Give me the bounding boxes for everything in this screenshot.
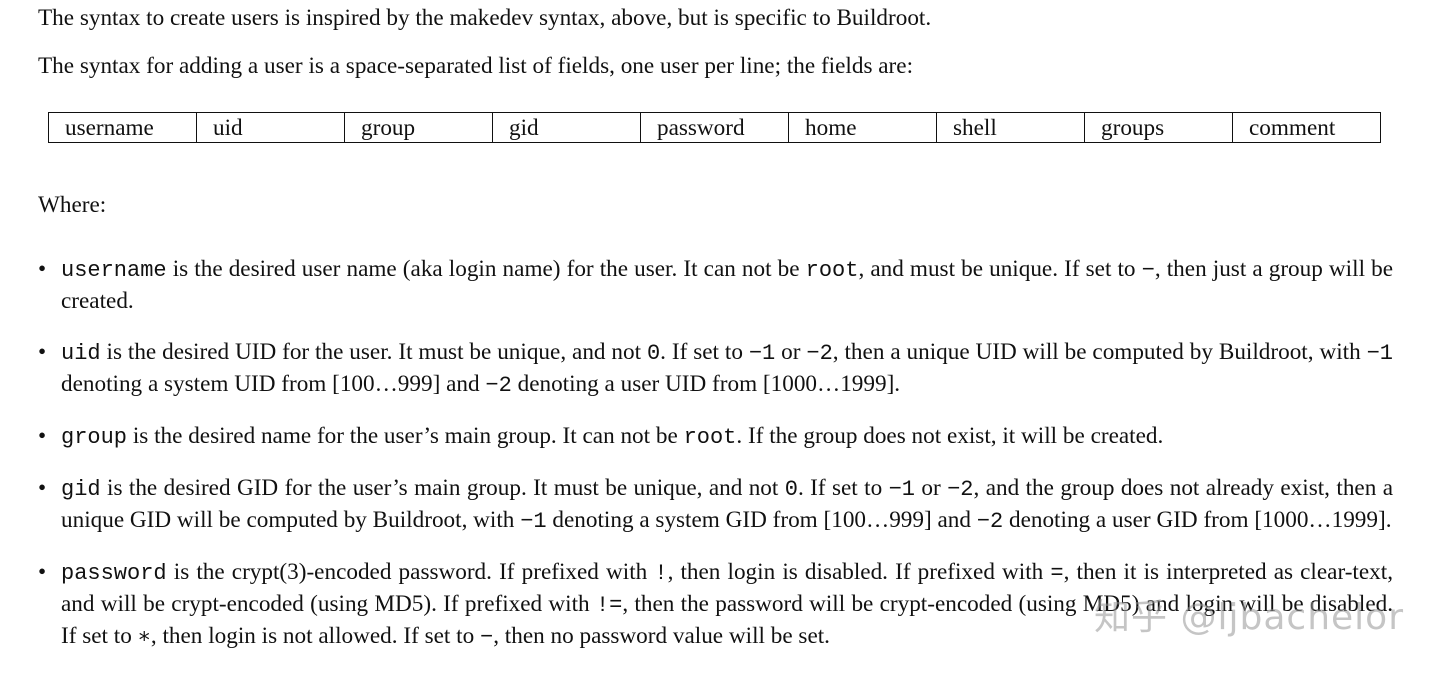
body-text: , then login is disabled. If prefixed wi… [667, 559, 1051, 585]
code-literal: ! [654, 561, 668, 586]
body-text: , then login is not allowed. If set to [150, 623, 480, 649]
code-literal: −2 [947, 477, 974, 502]
code-literal: 0 [646, 341, 661, 366]
body-text: . If the group does not exist, it will b… [736, 423, 1164, 449]
intro-paragraph-1: The syntax to create users is inspired b… [38, 5, 932, 31]
code-literal: −2 [976, 509, 1004, 534]
body-text: , then a unique UID will be computed by … [832, 339, 1367, 365]
body-text: or [914, 475, 948, 501]
body-text: denoting a system UID from [100…999] and [61, 371, 486, 397]
user-fields-table: username uid group gid password home she… [48, 112, 1381, 143]
watermark: 知乎 @ljbachelor [1094, 597, 1404, 638]
table-row: username uid group gid password home she… [48, 112, 1381, 143]
body-text: , and must be unique. If set to [858, 256, 1142, 282]
field-definitions-list: username is the desired user name (aka l… [38, 254, 1393, 673]
code-literal: password [61, 561, 167, 586]
definition-text: uid is the desired UID for the user. It … [61, 339, 1393, 398]
code-literal: gid [61, 477, 101, 502]
definition-text: gid is the desired GID for the user’s ma… [61, 475, 1393, 534]
body-text: denoting a user UID from [1000…1999]. [511, 371, 901, 397]
code-literal: − [1141, 258, 1155, 283]
code-literal: username [61, 258, 167, 283]
table-cell: uid [196, 112, 345, 143]
table-cell: group [344, 112, 493, 143]
code-literal: −1 [520, 509, 547, 534]
body-text: is the desired UID for the user. It must… [100, 339, 647, 365]
code-literal: −1 [1366, 341, 1393, 366]
body-text: , then no password value will be set. [493, 623, 830, 649]
code-literal: = [1050, 561, 1064, 586]
code-literal: uid [61, 341, 101, 366]
table-cell: username [48, 112, 197, 143]
list-item: group is the desired name for the user’s… [38, 421, 1393, 453]
definition-text: group is the desired name for the user’s… [61, 423, 1164, 450]
where-label: Where: [38, 192, 107, 218]
table-cell: groups [1084, 112, 1233, 143]
body-text: is the crypt(3)-encoded password. If pre… [166, 559, 655, 585]
list-item: uid is the desired UID for the user. It … [38, 337, 1393, 401]
code-literal: root [805, 258, 859, 283]
list-item: username is the desired user name (aka l… [38, 254, 1393, 317]
table-cell: gid [492, 112, 641, 143]
body-text: is the desired user name (aka login name… [166, 256, 806, 282]
body-text: . If set to [660, 339, 749, 365]
code-literal: ∗ [137, 625, 151, 650]
table-cell: shell [936, 112, 1085, 143]
code-literal: −1 [748, 341, 776, 366]
body-text: , then just a group will be created. [61, 256, 1393, 314]
body-text: , then the password will be crypt-encode… [61, 591, 1393, 649]
table-cell: password [640, 112, 789, 143]
table-cell: comment [1232, 112, 1381, 143]
list-item: gid is the desired GID for the user’s ma… [38, 473, 1393, 537]
code-literal: != [595, 593, 623, 618]
body-text: denoting a user GID from [1000…1999]. [1003, 507, 1392, 533]
code-literal: group [61, 425, 128, 450]
body-text: denoting a system GID from [100…999] and [546, 507, 977, 533]
body-text: . If set to [797, 475, 889, 501]
body-text: , then it is interpreted as clear-text, … [61, 559, 1394, 617]
list-item: password is the crypt(3)-encoded passwor… [38, 557, 1393, 653]
body-text: is the desired GID for the user’s main g… [100, 475, 785, 501]
definition-text: password is the crypt(3)-encoded passwor… [61, 559, 1394, 650]
table-cell: home [788, 112, 937, 143]
body-text: or [775, 339, 807, 365]
body-text: , and the group does not already exist, … [61, 475, 1393, 533]
code-literal: −2 [485, 373, 512, 398]
definition-text: username is the desired user name (aka l… [61, 256, 1393, 314]
code-literal: −1 [888, 477, 915, 502]
code-literal: root [683, 425, 737, 450]
code-literal: −2 [806, 341, 833, 366]
code-literal: − [479, 625, 494, 650]
intro-paragraph-2: The syntax for adding a user is a space-… [38, 53, 914, 79]
body-text: is the desired name for the user’s main … [127, 423, 684, 449]
code-literal: 0 [784, 477, 798, 502]
